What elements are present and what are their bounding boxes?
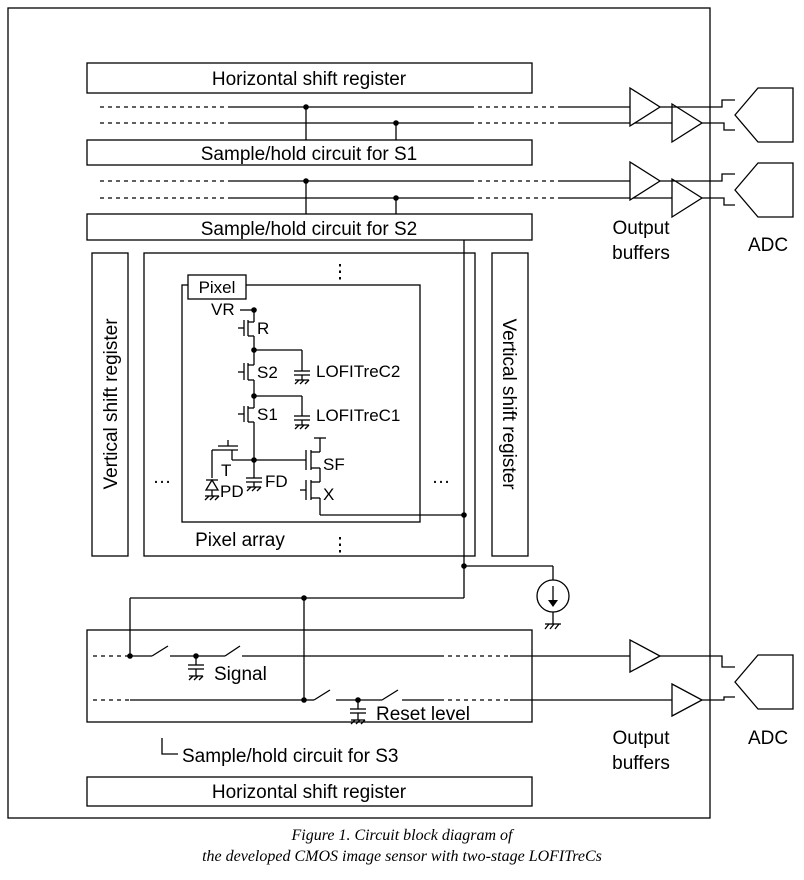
sf-label: SF — [323, 455, 345, 474]
reset-transistor-r — [238, 320, 254, 337]
pixel-cell — [181, 284, 421, 523]
output-buffers-top-label-2: buffers — [612, 243, 670, 264]
horizontal-shift-register-bottom — [86, 776, 533, 807]
chip-outline — [7, 7, 711, 819]
photodiode-pd — [204, 460, 220, 501]
x-select-transistor — [300, 480, 320, 500]
lofitrec2-label: LOFITreC2 — [316, 362, 400, 381]
ellipsis-left: … — [153, 467, 172, 488]
output-buffer-top-2 — [671, 102, 704, 144]
r-label: R — [257, 319, 269, 338]
output-buffer-bottom-2 — [671, 682, 704, 718]
sf-transistor — [305, 437, 326, 470]
pixel-label: Pixel — [199, 278, 236, 297]
fd-capacitor — [246, 477, 262, 492]
sh-s1-label: Sample/hold circuit for S1 — [201, 144, 418, 165]
s2-transistor — [238, 363, 254, 381]
pixel-array-label: Pixel array — [195, 530, 285, 551]
sh-s2-label: Sample/hold circuit for S2 — [201, 219, 418, 240]
adc-bottom — [734, 654, 794, 710]
adc-top-2 — [734, 162, 794, 218]
output-buffers-top-label-1: Output — [612, 218, 670, 239]
vr-label: VR — [211, 300, 235, 319]
ellipsis-bottom: ⋮ — [331, 535, 350, 556]
reset-switch-1 — [313, 689, 331, 701]
vertical-shift-register-right — [491, 252, 529, 557]
fd-label: FD — [265, 472, 288, 491]
lofitrec1-label: LOFITreC1 — [316, 406, 400, 425]
current-source-icon — [536, 579, 570, 630]
hsr-top-label: Horizontal shift register — [212, 69, 407, 90]
vsr-left-label: Vertical shift register — [101, 318, 122, 490]
sample-hold-s1 — [86, 139, 533, 166]
ellipsis-right: … — [432, 467, 451, 488]
s1-label: S1 — [257, 405, 278, 424]
signal-switch-2 — [224, 645, 241, 657]
adc-top-label: ADC — [748, 235, 788, 256]
caption-line-2: the developed CMOS image sensor with two… — [202, 848, 602, 865]
pixel-label-box — [187, 274, 247, 300]
reset-switch-2 — [381, 689, 399, 701]
output-buffer-top-1 — [629, 86, 662, 128]
sample-hold-s3 — [86, 629, 533, 723]
vsr-right-label: Vertical shift register — [498, 318, 519, 490]
output-buffers-bottom-label-2: buffers — [612, 753, 670, 774]
output-buffer-top-4 — [671, 177, 704, 219]
x-label: X — [323, 485, 334, 504]
output-buffers-bottom-label-1: Output — [612, 728, 670, 749]
lofitrec2-capacitor — [294, 370, 310, 385]
t-label: T — [221, 461, 231, 480]
output-buffer-bottom-1 — [629, 638, 662, 674]
s1-transistor — [238, 406, 254, 423]
adc-bottom-label: ADC — [748, 728, 788, 749]
reset-level-label: Reset level — [376, 704, 470, 725]
signal-switch-1 — [151, 645, 169, 657]
lofitrec1-capacitor — [294, 415, 310, 430]
transfer-gate-t — [211, 440, 238, 460]
signal-label: Signal — [214, 664, 267, 685]
hsr-bottom-label: Horizontal shift register — [212, 782, 407, 803]
vertical-shift-register-left — [91, 252, 129, 557]
signal-capacitor — [188, 656, 204, 681]
ellipsis-top: ⋮ — [331, 262, 350, 283]
reset-capacitor — [350, 700, 366, 725]
s2-label: S2 — [257, 363, 278, 382]
sample-hold-s2 — [86, 213, 533, 241]
sh-s3-label: Sample/hold circuit for S3 — [182, 746, 399, 767]
caption-line-1: Figure 1. Circuit block diagram of — [290, 827, 515, 844]
output-buffer-top-3 — [629, 160, 662, 202]
adc-top-1 — [734, 87, 794, 143]
pd-label: PD — [220, 482, 244, 501]
horizontal-shift-register-top — [86, 62, 533, 94]
